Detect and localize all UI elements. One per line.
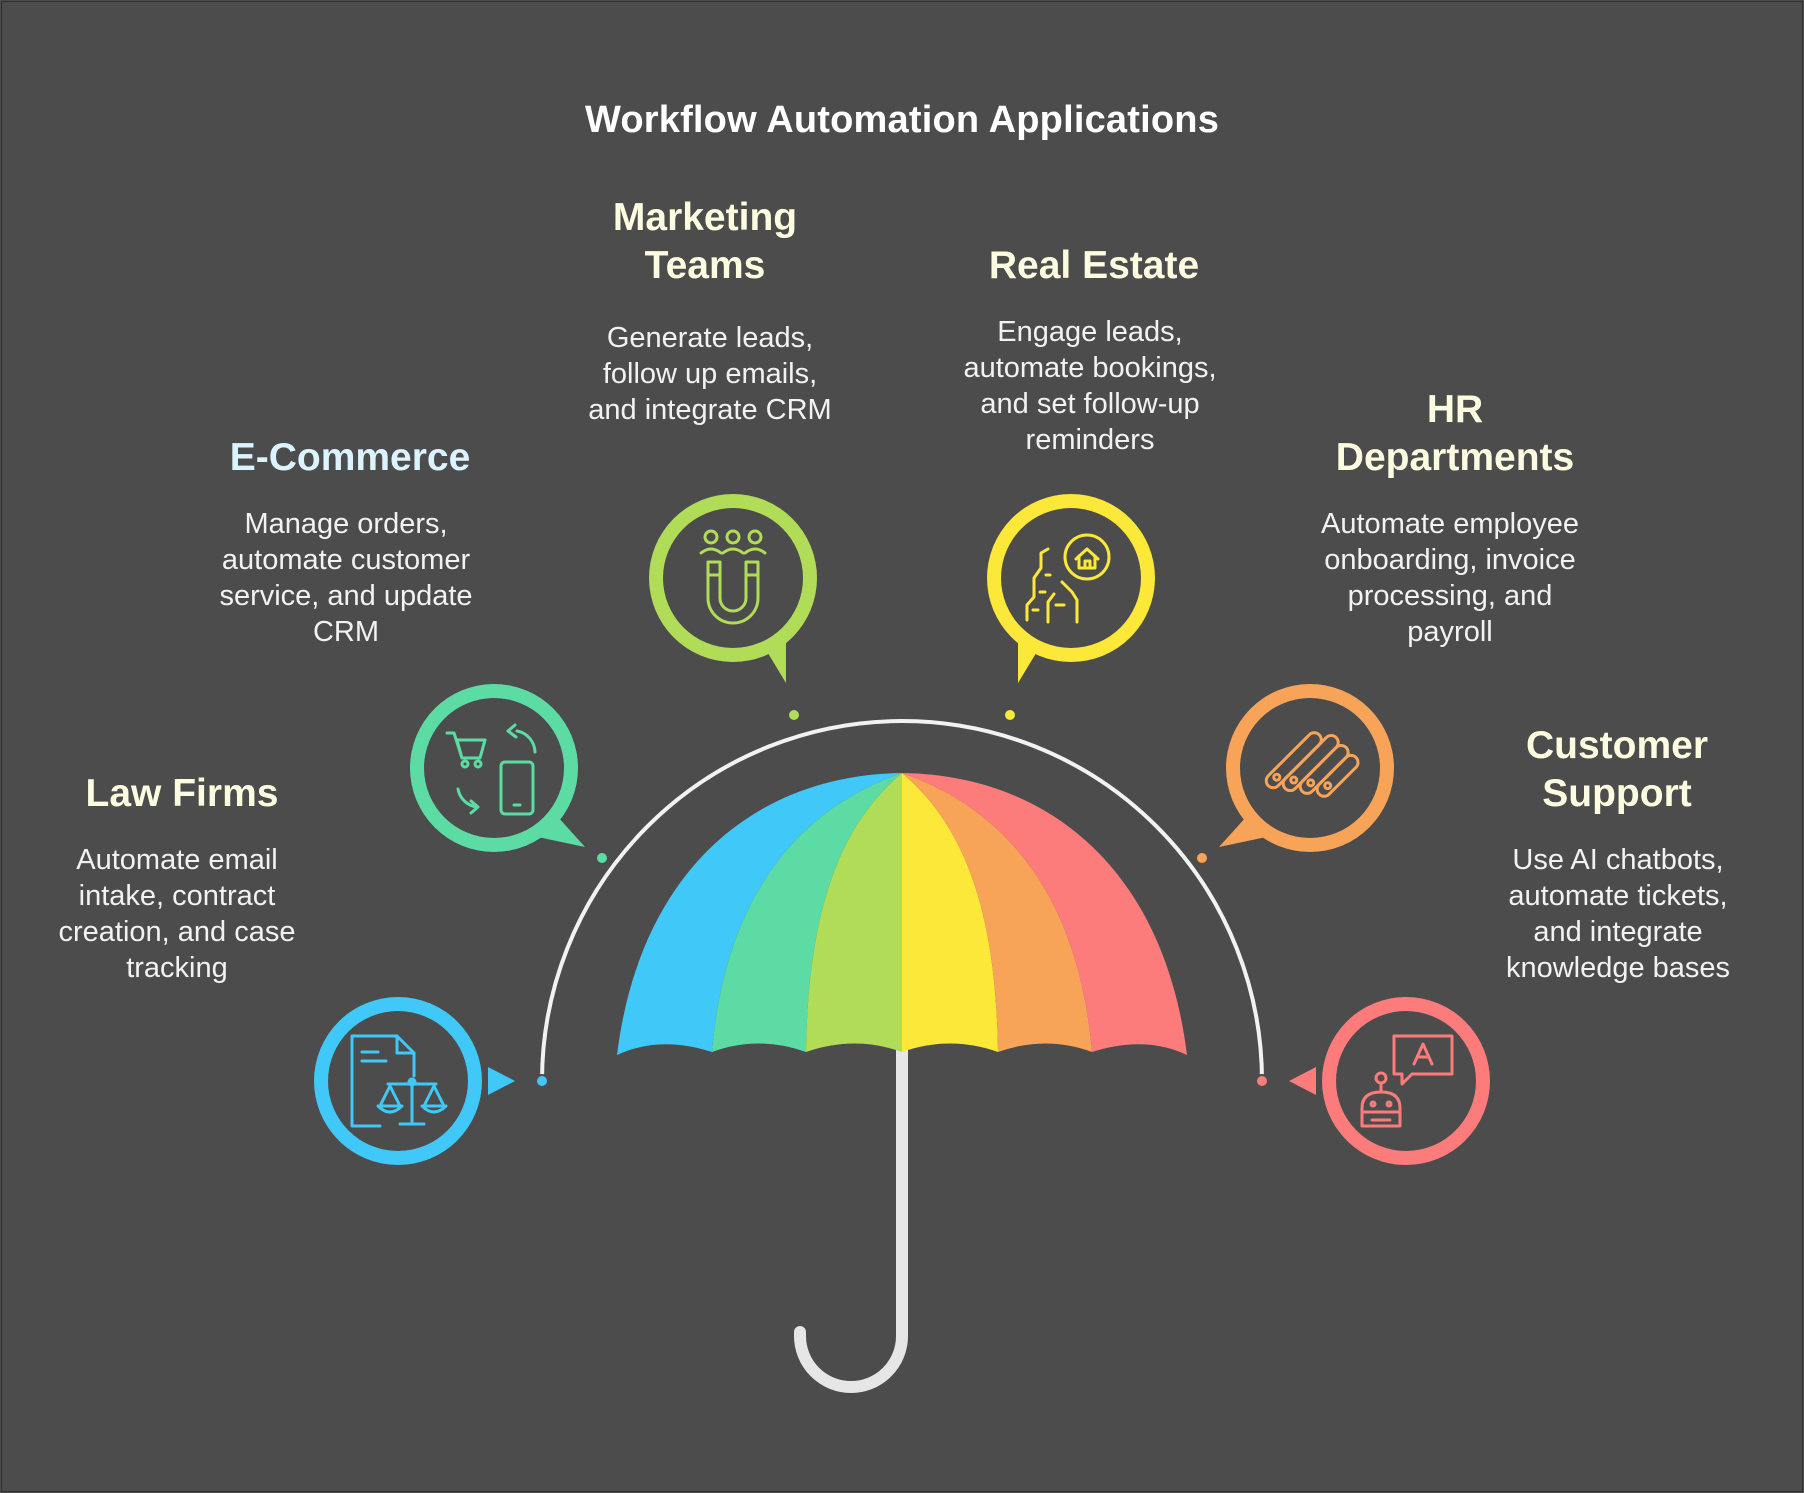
arc-dot-hr: [1195, 851, 1209, 865]
hr-heading: HR Departments: [1335, 388, 1575, 479]
law-firms-description: Automate email intake, contract creation…: [58, 844, 296, 984]
arc-dot-marketing: [787, 708, 801, 722]
law-firms-bubble: [314, 997, 515, 1165]
canopy-panel-lime: [806, 773, 902, 1052]
page-title: Workflow Automation Applications: [584, 99, 1220, 141]
law-firms-heading: Law Firms: [85, 772, 279, 815]
canopy-panel-orange: [902, 773, 1092, 1052]
e-commerce-description: Manage orders, automate customer service…: [219, 508, 473, 648]
real-estate-bubble: [987, 494, 1155, 683]
outer-arc: [540, 719, 1264, 1083]
chatbot-icon: [1360, 1034, 1454, 1128]
marketing-heading: Marketing Teams: [612, 196, 798, 287]
arc-dot-e-commerce: [595, 851, 609, 865]
canopy-panel-teal: [712, 773, 902, 1052]
hr-description: Automate employee onboarding, invoice pr…: [1321, 508, 1579, 648]
people-magnet-icon: [699, 529, 767, 625]
arc-dot-customer-support: [1255, 1074, 1269, 1088]
hr-bubble: [1219, 684, 1394, 852]
marketing-bubble: [649, 494, 817, 683]
customer-support-description: Use AI chatbots, automate tickets, and i…: [1505, 844, 1731, 984]
canopy-panel-yellow: [902, 773, 998, 1052]
canopy-panel-red: [902, 773, 1187, 1055]
canopy-panel-blue: [617, 773, 902, 1055]
stacked-documents-icon: [1264, 731, 1360, 798]
customer-support-bubble: [1289, 997, 1490, 1165]
arc-dot-law-firms: [535, 1074, 549, 1088]
legal-document-scales-icon: [350, 1034, 448, 1128]
e-commerce-heading: E-Commerce: [229, 436, 471, 479]
cart-phone-exchange-icon: [445, 723, 537, 816]
real-estate-description: Engage leads, automate bookings, and set…: [963, 316, 1217, 456]
city-house-icon: [1025, 533, 1111, 624]
umbrella-handle: [794, 1044, 908, 1393]
marketing-description: Generate leads, follow up emails, and in…: [588, 322, 832, 426]
real-estate-heading: Real Estate: [988, 244, 1200, 287]
arc-dot-real-estate: [1003, 708, 1017, 722]
e-commerce-bubble: [410, 684, 585, 852]
customer-support-heading: Customer Support: [1525, 724, 1709, 815]
